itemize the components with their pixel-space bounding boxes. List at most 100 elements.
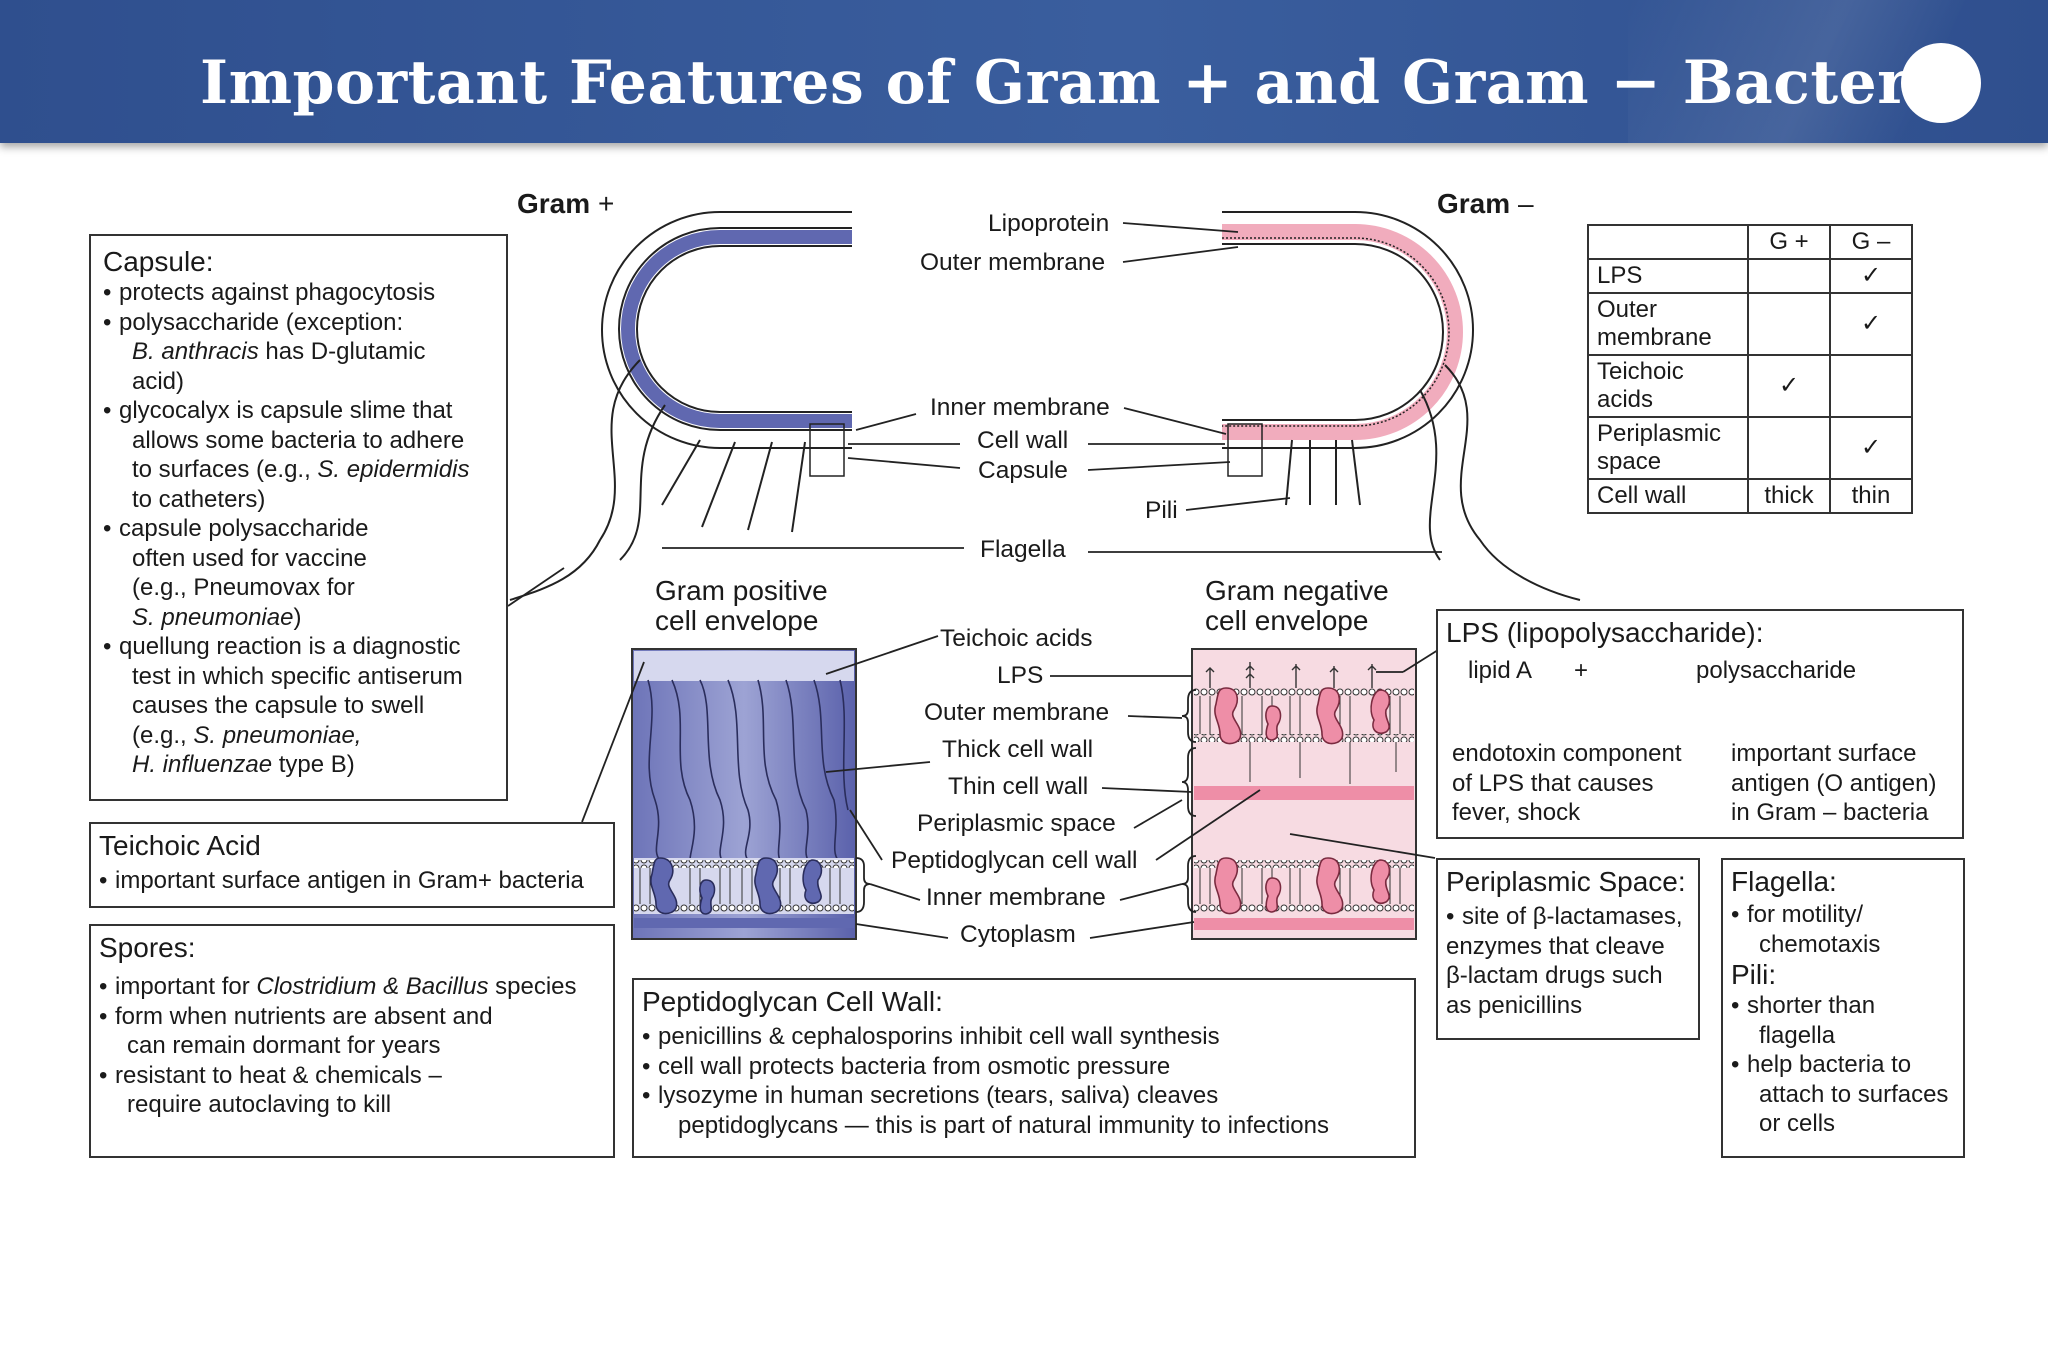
gram-positive-envelope-line1: Gram positive (655, 575, 828, 606)
capsule-bullet-2-line-b: B. anthracis has D-glutamic (119, 337, 494, 367)
table-row-label: Cell wall (1587, 478, 1749, 514)
capsule-bullet-5-line-b: test in which specific antiserum (132, 662, 463, 690)
teichoic-acid-box: Teichoic Acid important surface antigen … (89, 822, 615, 908)
gram-positive-word: Gram (517, 188, 591, 219)
pili-2-line-a: help bacteria to (1747, 1051, 1912, 1078)
table-header-cell: G – (1829, 224, 1913, 260)
capsule-bullet-4-rest: ) (293, 603, 302, 631)
peptidoglycan-bullet-2: cell wall protects bacteria from osmotic… (642, 1052, 1406, 1082)
peptidoglycan-bullet-3-line-b: peptidoglycans — this is part of natural… (678, 1111, 1329, 1139)
flagella-bullet-1: for motility/ chemotaxis (1731, 900, 1955, 959)
capsule-bullet-5-line-a: quellung reaction is a diagnostic (119, 633, 461, 660)
label-inner-membrane: Inner membrane (930, 394, 1110, 421)
spores-bullet-3: resistant to heat & chemicals – require … (99, 1061, 605, 1120)
lps-endotoxin-text: endotoxin component of LPS that causes f… (1452, 739, 1682, 828)
lps-plus: + (1574, 657, 1589, 684)
table-row: Periplasmic space ✓ (1587, 416, 1913, 480)
pili-1-line-a: shorter than (1747, 992, 1876, 1019)
lps-right-line-2: antigen (O antigen) (1731, 769, 1937, 797)
lps-heading: LPS (lipopolysaccharide): (1446, 617, 1764, 648)
periplasmic-heading: Periplasmic Space: (1446, 866, 1686, 897)
label-envelope-inner-membrane: Inner membrane (926, 884, 1106, 911)
table-cell-gpos (1747, 258, 1831, 294)
gram-positive-cell (601, 211, 852, 449)
flagella-line-a: for motility/ (1747, 901, 1864, 928)
capsule-bullet-4-line-d: S. pneumoniae) (119, 603, 494, 633)
label-lps: LPS (997, 662, 1044, 689)
label-periplasmic-space: Periplasmic space (917, 810, 1116, 837)
label-teichoic-acids: Teichoic acids (940, 625, 1093, 652)
spores-bullet-1-pre: important for (115, 973, 257, 1000)
label-peptidoglycan-cell-wall: Peptidoglycan cell wall (891, 847, 1138, 874)
table-row: Cell wall thick thin (1587, 478, 1913, 514)
capsule-bullet-3: glycocalyx is capsule slime that allows … (103, 396, 494, 514)
gram-positive-envelope-line2: cell envelope (655, 605, 819, 636)
capsule-bullet-5: quellung reaction is a diagnostic test i… (103, 632, 494, 780)
box-connectors (507, 567, 645, 823)
gram-negative-envelope-line1: Gram negative (1205, 575, 1389, 606)
capsule-bullet-2: polysaccharide (exception: B. anthracis … (103, 308, 494, 397)
peptidoglycan-box: Peptidoglycan Cell Wall: penicillins & c… (632, 978, 1416, 1158)
capsule-bullet-3-pre: to surfaces (e.g., (132, 456, 318, 483)
header-circle-icon (1901, 43, 1981, 123)
peptidoglycan-bullet-3: lysozyme in human secretions (tears, sal… (642, 1081, 1406, 1140)
lps-left-line-2: of LPS that causes (1452, 769, 1654, 797)
gram-negative-heading: Gram – (1437, 188, 1534, 220)
periplasmic-line-b: enzymes that cleave (1446, 932, 1665, 960)
lps-right-line-1: important surface (1731, 740, 1917, 767)
capsule-bullet-2-line-a: polysaccharide (exception: (119, 308, 404, 336)
gram-positive-heading: Gram + (517, 188, 614, 220)
pili-bullet-2: help bacteria to attach to surfaces or c… (1731, 1050, 1955, 1139)
table-cell-gneg: ✓ (1829, 258, 1913, 294)
table-header-cell: G + (1747, 224, 1831, 260)
table-cell-gpos: thick (1747, 478, 1831, 514)
lps-lipid-a: lipid A (1468, 657, 1533, 684)
capsule-bullet-5-italic-2: H. influenzae (132, 751, 273, 778)
spores-bullet-2: form when nutrients are absent and can r… (99, 1002, 605, 1061)
spores-bullet-1-rest: species (488, 973, 577, 1000)
capsule-bullet-4: capsule polysaccharide often used for va… (103, 514, 494, 632)
capsule-bullet-5-line-e: H. influenzae type B) (119, 750, 494, 780)
peptidoglycan-heading: Peptidoglycan Cell Wall: (642, 986, 943, 1017)
periplasmic-space-box: Periplasmic Space: site of β-lactamases,… (1436, 858, 1700, 1040)
envelope-leader-lines (825, 635, 1439, 939)
spores-box: Spores: important for Clostridium & Baci… (89, 924, 615, 1158)
table-row-label: LPS (1587, 258, 1749, 294)
table-header-cell (1587, 224, 1749, 260)
label-thin-cell-wall: Thin cell wall (948, 773, 1089, 800)
capsule-bullet-2-rest: has D-glutamic (258, 338, 426, 365)
peptidoglycan-bullet-1: penicillins & cephalosporins inhibit cel… (642, 1022, 1406, 1052)
lps-polysaccharide: polysaccharide (1696, 657, 1857, 684)
lps-antigen-text: important surface antigen (O antigen) in… (1731, 739, 1936, 828)
flagella-curves (509, 359, 1581, 601)
capsule-bullet-2-line-c: acid) (132, 367, 185, 395)
spores-bullet-3-line-a: resistant to heat & chemicals – (115, 1061, 442, 1089)
gram-positive-cell-wall (621, 230, 852, 428)
capsule-bullet-3-line-c: to surfaces (e.g., S. epidermidis (119, 455, 494, 485)
capsule-bullet-3-italic: S. epidermidis (317, 456, 470, 483)
capsule-bullet-1: protects against phagocytosis (103, 278, 494, 308)
label-flagella: Flagella (980, 536, 1066, 563)
table-row-label: Periplasmic space (1587, 416, 1749, 480)
table-row-label: Outer membrane (1587, 292, 1749, 356)
capsule-bullet-5-line-d: (e.g., S. pneumoniae, (119, 721, 494, 751)
table-cell-gneg: thin (1829, 478, 1913, 514)
table-cell-gneg: ✓ (1829, 416, 1913, 480)
capsule-bullet-3-line-b: allows some bacteria to adhere (132, 426, 465, 454)
capsule-bullet-4-line-c: (e.g., Pneumovax for (132, 574, 355, 601)
capsule-bullet-4-line-a: capsule polysaccharide (119, 515, 369, 542)
gram-positive-sign: + (597, 188, 615, 219)
teichoic-heading: Teichoic Acid (99, 830, 261, 861)
capsule-bullet-4-italic: S. pneumoniae (132, 603, 294, 631)
capsule-bullet-3-line-a: glycocalyx is capsule slime that (119, 397, 453, 424)
capsule-bullet-3-line-d: to catheters) (132, 485, 266, 513)
label-outer-membrane: Outer membrane (920, 249, 1106, 276)
table-row-label: Teichoic acids (1587, 354, 1749, 418)
comparison-table: G + G – LPS ✓ Outer membrane ✓ Teichoic … (1587, 224, 1913, 514)
flagella-line-b: chemotaxis (1759, 930, 1881, 958)
label-lipoprotein: Lipoprotein (988, 210, 1110, 237)
lps-left-line-3: fever, shock (1452, 799, 1581, 826)
pili-2-line-c: or cells (1759, 1110, 1836, 1137)
table-row: Teichoic acids ✓ (1587, 354, 1913, 418)
periplasmic-bullet-1: site of β-lactamases, enzymes that cleav… (1446, 902, 1690, 1020)
